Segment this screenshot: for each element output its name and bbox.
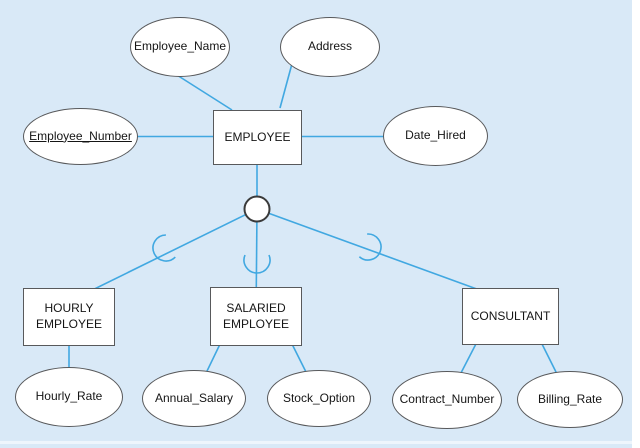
relationship-lines bbox=[68, 59, 571, 401]
attribute-label: Billing_Rate bbox=[537, 391, 603, 406]
attribute-label: Date_Hired bbox=[405, 128, 466, 143]
line-address bbox=[279, 59, 294, 109]
entity-employee: EMPLOYEE bbox=[213, 110, 302, 165]
supertype-circle-connector bbox=[243, 195, 271, 223]
attribute-address: Address bbox=[280, 17, 380, 77]
entity-consultant: CONSULTANT bbox=[462, 288, 559, 345]
panel-bottom-edge bbox=[0, 441, 632, 444]
attribute-hourly-rate: Hourly_Rate bbox=[15, 367, 123, 427]
attribute-label: Contract_Number bbox=[399, 392, 495, 407]
attribute-label: Annual_Salary bbox=[154, 390, 234, 405]
entity-salaried-employee: SALARIED EMPLOYEE bbox=[210, 287, 302, 346]
subtype-arc-hourly bbox=[152, 234, 176, 262]
entity-label: EMPLOYEE bbox=[224, 129, 291, 144]
attribute-label: Hourly_Rate bbox=[35, 389, 103, 404]
subtype-arc-consultant bbox=[358, 233, 382, 261]
entity-hourly-employee: HOURLY EMPLOYEE bbox=[23, 288, 115, 346]
entity-label: CONSULTANT bbox=[470, 308, 551, 323]
attribute-label: Address bbox=[307, 39, 353, 54]
subtype-arc-salaried bbox=[243, 254, 271, 274]
line-circle-to-consultant bbox=[256, 208, 508, 301]
attribute-label: Stock_Option bbox=[282, 390, 356, 405]
entity-label: SALARIED EMPLOYEE bbox=[222, 300, 290, 331]
attribute-label: Employee_Name bbox=[133, 39, 227, 54]
attribute-date-hired: Date_Hired bbox=[383, 106, 488, 166]
attribute-stock-option: Stock_Option bbox=[267, 370, 371, 427]
attribute-contract-number: Contract_Number bbox=[392, 371, 502, 429]
attribute-employee-name: Employee_Name bbox=[130, 17, 230, 77]
line-circle-to-hourly bbox=[71, 208, 258, 301]
attribute-billing-rate: Billing_Rate bbox=[517, 371, 623, 428]
attribute-annual-salary: Annual_Salary bbox=[142, 370, 246, 427]
attribute-employee-number: Employee_Number bbox=[23, 108, 138, 165]
attribute-label-primary-key: Employee_Number bbox=[29, 128, 132, 143]
entity-label: HOURLY EMPLOYEE bbox=[35, 301, 103, 331]
